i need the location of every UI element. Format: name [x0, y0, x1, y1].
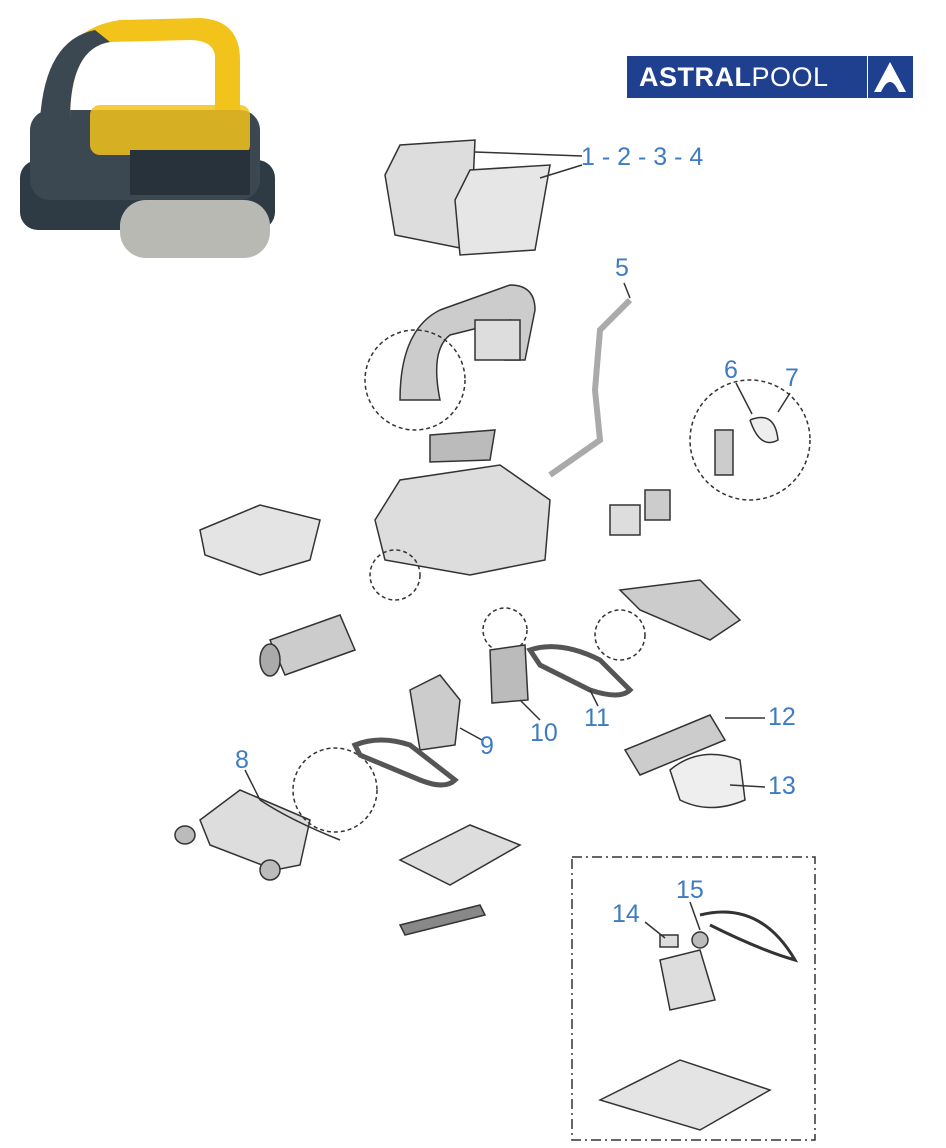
callout-12: 12: [768, 703, 796, 731]
callout-7: 7: [785, 364, 799, 392]
callout-11: 11: [584, 704, 610, 732]
robot-product-photo: [20, 18, 275, 258]
callout-9: 9: [480, 732, 494, 760]
callout-13: 13: [768, 772, 796, 800]
callout-15: 15: [676, 876, 704, 904]
astralpool-logo: ASTRALPOOL: [627, 56, 913, 98]
callout-8: 8: [235, 746, 249, 774]
callout-14: 14: [612, 900, 640, 928]
callout-5: 5: [615, 254, 629, 282]
callout-1-2-3-4: 1 - 2 - 3 - 4: [581, 143, 704, 171]
callout-6: 6: [724, 356, 738, 384]
callout-10: 10: [530, 719, 558, 747]
logo-wordmark: ASTRALPOOL: [639, 61, 829, 92]
part-drawings: [174, 139, 816, 1141]
logo-triangle-icon: [867, 56, 912, 98]
